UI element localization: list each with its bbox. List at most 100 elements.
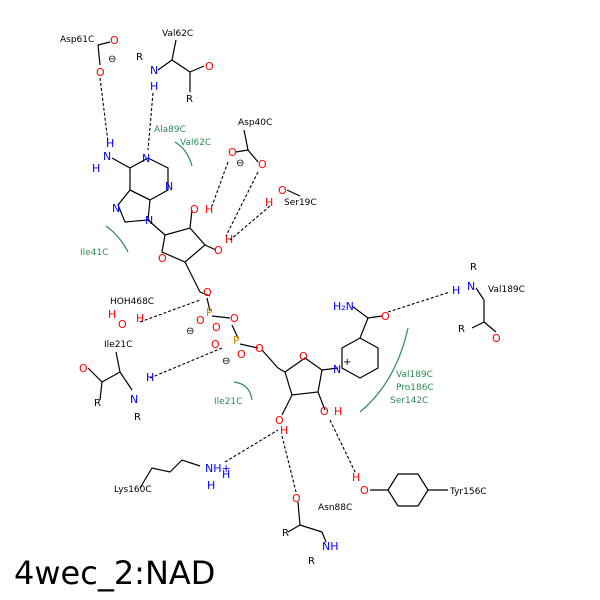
val189c-label: Val189C bbox=[488, 285, 525, 295]
arc-ile21c bbox=[233, 381, 253, 401]
lys160c-label: Lys160C bbox=[114, 485, 152, 495]
ile21c-label: Ile21C bbox=[104, 340, 132, 350]
hbond-hoh468c bbox=[139, 299, 201, 323]
val62c-r2: R bbox=[186, 94, 193, 105]
adenine-n1: N bbox=[142, 152, 150, 165]
arc-val189c bbox=[359, 327, 409, 413]
residue-val62c-top: Val62C R N H O R bbox=[136, 29, 214, 105]
val189c-h: H bbox=[452, 284, 460, 297]
charge-a: ⊖ bbox=[186, 326, 194, 337]
hydrophobic-arcs: Ala89C Val62C Ile41C Ile21C Val189C Pro1… bbox=[80, 125, 434, 413]
hbond-asn88c bbox=[281, 435, 297, 493]
hyd-ile21c: Ile21C bbox=[214, 397, 242, 407]
tyr156c-o: O bbox=[360, 484, 369, 497]
asp40c-o1: O bbox=[228, 146, 237, 159]
asp61c-o1: O bbox=[110, 34, 119, 47]
pyrophosphate: O P O O O P O O O ⊖ ⊖ bbox=[186, 286, 279, 369]
residue-asp61c: Asp61C O O ⊖ bbox=[60, 34, 119, 79]
ser19c-o: O bbox=[278, 184, 287, 197]
hbond-tyr156c bbox=[329, 419, 357, 475]
val189c-o: O bbox=[492, 332, 501, 345]
ile21c-o: O bbox=[79, 362, 88, 375]
diagram-title: 4wec_2:NAD bbox=[14, 554, 215, 592]
asp61c-o2: O bbox=[96, 66, 105, 79]
hoh468c-o: O bbox=[118, 318, 127, 331]
adenine-group: N N N N N H H bbox=[92, 137, 173, 227]
pyridinium-charge: + bbox=[343, 357, 351, 368]
ile21c-r2: R bbox=[134, 412, 141, 423]
residue-hoh468c: HOH468C H O H bbox=[108, 297, 154, 331]
residue-lys160c: Lys160C NH+ H H bbox=[114, 459, 231, 495]
adenine-amine-h1: H bbox=[106, 137, 114, 150]
ser19c-h: H bbox=[265, 196, 273, 209]
adenine-amine-n: N bbox=[103, 150, 111, 163]
residue-val189c-top: R N H Val189C R O bbox=[452, 262, 525, 345]
val62c-n: N bbox=[150, 64, 158, 77]
hbond-val62c bbox=[147, 92, 154, 151]
asn88c-o: O bbox=[292, 492, 301, 505]
phosphate-n-p: P bbox=[233, 334, 240, 347]
imidazole-ring bbox=[117, 189, 151, 223]
nicotinamide-ribose: O O H O H bbox=[275, 350, 342, 437]
o5-ribose2: O bbox=[255, 342, 264, 355]
asn88c-r2: R bbox=[308, 556, 315, 567]
asp61c-label: Asp61C bbox=[60, 35, 94, 45]
ribose1-o2: O bbox=[190, 203, 199, 216]
val62c-label: Val62C bbox=[162, 29, 193, 39]
ser19c-label: Ser19C bbox=[284, 198, 317, 208]
residue-ile21c: Ile21C O R N H R bbox=[79, 340, 154, 423]
val62c-r1: R bbox=[136, 52, 143, 63]
val189c-n: N bbox=[467, 280, 475, 293]
adenine-n7: N bbox=[112, 202, 120, 215]
ribose1-h3: H bbox=[225, 233, 233, 246]
adenine-n3: N bbox=[165, 180, 173, 193]
asn88c-label: Asn88C bbox=[318, 503, 352, 513]
hoh468c-h1: H bbox=[108, 308, 116, 321]
tyr156c-ring bbox=[387, 473, 429, 507]
charge-n: ⊖ bbox=[222, 356, 230, 367]
ribose2-o2: O bbox=[320, 405, 329, 418]
residue-asp40c: Asp40C O O ⊖ bbox=[228, 118, 272, 171]
hbond-ser19c bbox=[229, 205, 271, 241]
pyridinium-ring bbox=[341, 337, 379, 379]
ribose1-o4: O bbox=[158, 252, 167, 265]
ribose2-h2: H bbox=[334, 405, 342, 418]
ribose1-ring bbox=[161, 227, 206, 263]
hbond-asp40c-1 bbox=[211, 161, 229, 207]
val189c-r1: R bbox=[470, 262, 477, 273]
residue-tyr156c: O H Tyr156C bbox=[352, 471, 487, 507]
lys160c-h2: H bbox=[207, 479, 215, 492]
hyd-ala89c: Ala89C bbox=[154, 125, 186, 135]
amide-n: H₂N bbox=[333, 300, 354, 313]
hbond-val189c bbox=[387, 291, 451, 313]
pyridinium-n: N bbox=[333, 363, 341, 376]
asn88c-r1: R bbox=[282, 528, 289, 539]
hbond-lys160c bbox=[224, 429, 279, 463]
arc-ile41c bbox=[105, 225, 129, 253]
val189c-r2: R bbox=[458, 324, 465, 335]
phosphate-a-o2: O bbox=[212, 321, 221, 334]
val62c-o: O bbox=[205, 60, 214, 73]
hoh468c-h2: H bbox=[136, 312, 144, 325]
asp40c-label: Asp40C bbox=[238, 118, 272, 128]
hbond-asp61c bbox=[99, 77, 109, 143]
lys160c-h1: H bbox=[222, 468, 230, 481]
val62c-h: H bbox=[150, 80, 158, 93]
hyd-ser142c: Ser142C bbox=[390, 396, 428, 406]
lys160c-n: NH+ bbox=[205, 462, 231, 475]
hyd-val189c: Val189C bbox=[396, 370, 433, 380]
residue-ser19c: O H Ser19C bbox=[265, 184, 317, 209]
nicotinamide-group: N + O H₂N bbox=[333, 300, 390, 379]
hbond-asp40c-2 bbox=[225, 171, 259, 237]
phosphate-n-o: O bbox=[211, 338, 220, 351]
ribose2-o4: O bbox=[299, 350, 308, 363]
hyd-ile41c: Ile41C bbox=[80, 248, 108, 258]
residue-asn88c: Asn88C O R NH R bbox=[282, 492, 352, 567]
ribose1-h2: H bbox=[205, 203, 213, 216]
tyr156c-label: Tyr156C bbox=[449, 487, 487, 497]
ile21c-n: N bbox=[130, 393, 138, 406]
o5-ribose1: O bbox=[203, 286, 212, 299]
phosphate-a-p: P bbox=[206, 306, 213, 319]
adenine-amine-h2: H bbox=[92, 162, 100, 175]
asn88c-nh: NH bbox=[322, 540, 339, 553]
